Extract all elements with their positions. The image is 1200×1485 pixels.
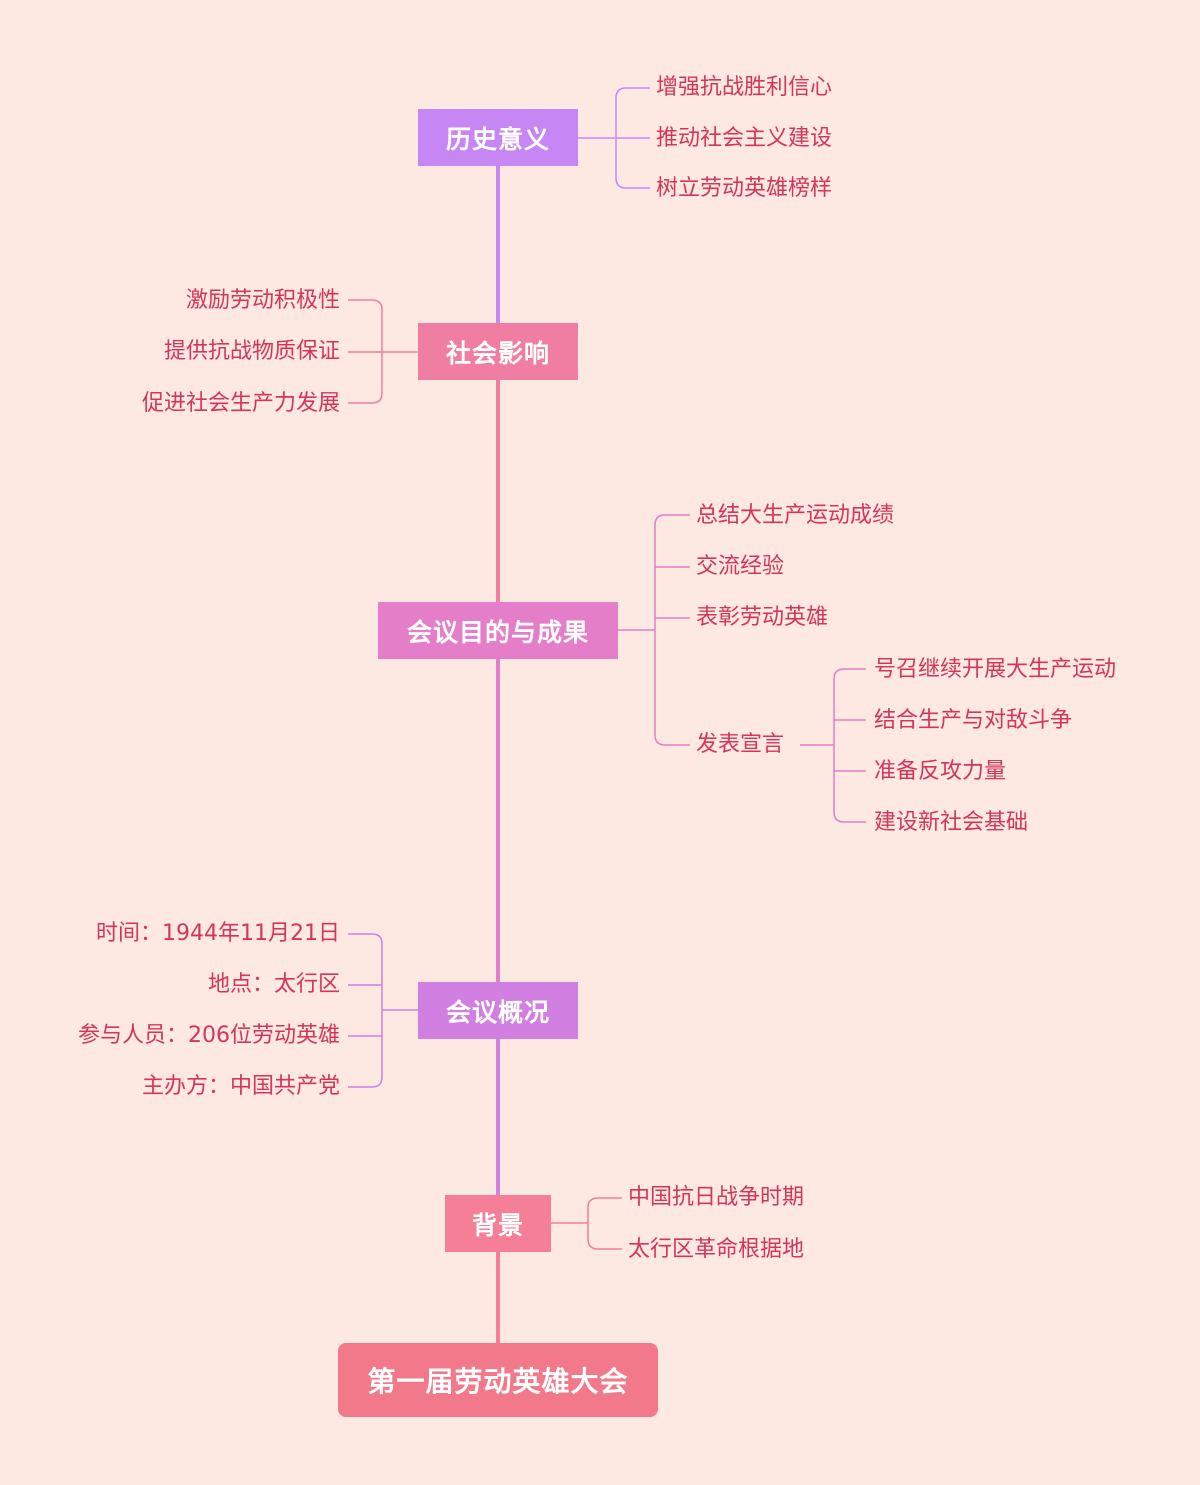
overview-item: 时间：1944年11月21日 [96,921,340,946]
social-item: 激励劳动积极性 [185,288,340,313]
node-history[interactable]: 历史意义 [418,109,578,166]
node-overview-label: 会议概况 [445,997,550,1027]
history-item: 树立劳动英雄榜样 [656,176,833,201]
overview-item: 地点：太行区 [207,972,340,997]
overview-item: 参与人员：206位劳动英雄 [78,1023,340,1048]
root-node[interactable]: 第一届劳动英雄大会 [338,1343,658,1417]
goals-item: 总结大生产运动成绩 [696,503,895,528]
node-goals[interactable]: 会议目的与成果 [378,602,618,659]
node-social-label: 社会影响 [445,338,550,368]
node-goals-label: 会议目的与成果 [406,617,589,647]
node-background-label: 背景 [471,1210,524,1240]
history-item: 增强抗战胜利信心 [656,75,833,100]
root-node-label: 第一届劳动英雄大会 [367,1365,629,1398]
history-item: 推动社会主义建设 [656,126,833,151]
declaration-item: 结合生产与对敌斗争 [874,708,1073,733]
social-item: 提供抗战物质保证 [163,339,340,364]
node-overview[interactable]: 会议概况 [418,982,578,1039]
background-item: 太行区革命根据地 [628,1237,805,1262]
goals-item-declaration: 发表宣言 [696,732,785,757]
social-item: 促进社会生产力发展 [141,391,340,416]
declaration-item: 建设新社会基础 [874,810,1029,835]
declaration-item: 准备反攻力量 [874,759,1007,784]
background-item: 中国抗日战争时期 [628,1185,805,1210]
goals-item: 表彰劳动英雄 [696,605,829,630]
goals-item: 交流经验 [696,554,785,579]
node-background[interactable]: 背景 [445,1195,551,1252]
declaration-item: 号召继续开展大生产运动 [874,657,1117,682]
node-history-label: 历史意义 [445,124,550,154]
node-social[interactable]: 社会影响 [418,323,578,380]
overview-item: 主办方：中国共产党 [141,1074,340,1099]
